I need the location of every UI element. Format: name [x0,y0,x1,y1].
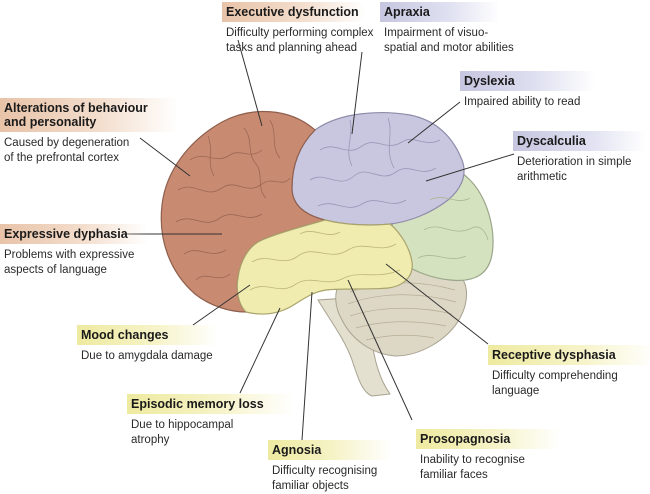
callout-description: Problems with expressive aspects of lang… [0,244,148,278]
callout-title: Agnosia [268,440,392,460]
callout-line: arithmetic [517,171,567,183]
callout-agnosia: Agnosia Difficulty recognising familiar … [268,440,392,494]
callout-line: Difficulty comprehending [492,370,618,382]
callout-title: Prosopagnosia [416,429,561,449]
leader-agnosia [301,291,313,441]
callout-receptive-dysphasia: Receptive dysphasia Difficulty comprehen… [488,345,650,399]
callout-description: Difficulty performing complex tasks and … [222,22,373,56]
callout-line: atrophy [131,434,170,446]
callout-line: Impaired ability to read [464,96,581,108]
callout-line: Impairment of visuo- [384,27,489,39]
callout-executive-dysfunction: Executive dysfunction Difficulty perform… [222,2,373,56]
callout-title: Mood changes [77,325,219,345]
callout-line: Deterioration in simple [517,156,632,168]
parietal-gyri [309,117,441,208]
callout-title: Dyscalculia [513,131,646,151]
callout-line: familiar objects [272,480,349,492]
callout-description: Impairment of visuo- spatial and motor a… [380,22,514,56]
callout-episodic-memory-loss: Episodic memory loss Due to hippocampal … [127,394,294,448]
leader-receptive-dysphasia [385,263,489,345]
callout-line: of the prefrontal cortex [4,152,120,164]
callout-description: Due to hippocampal atrophy [127,414,294,448]
callout-title-line: and personality [4,115,97,129]
callout-line: Caused by degeneration [4,137,130,149]
callout-description: Difficulty recognising familiar objects [268,460,391,494]
callout-title: Episodic memory loss [127,394,294,414]
callout-description: Difficulty comprehending language [488,365,650,399]
callout-line: language [492,385,540,397]
callout-line: Inability to recognise [420,454,525,466]
temporal-gyri [249,231,401,291]
leader-dyslexia [407,101,461,144]
callout-prosopagnosia: Prosopagnosia Inability to recognise fam… [416,429,561,483]
frontal-gyri [175,119,291,281]
callout-mood-changes: Mood changes Due to amygdala damage [77,325,219,364]
temporal-lobe [236,219,413,315]
callout-description: Deterioration in simple arithmetic [513,151,646,185]
callout-line: tasks and planning ahead [226,42,358,54]
callout-line: Due to amygdala damage [81,350,213,362]
leader-mood-changes [192,284,251,326]
callout-line: Problems with expressive [4,249,135,261]
callout-description: Caused by degeneration of the prefrontal… [0,132,178,166]
callout-line: aspects of language [4,264,107,276]
callout-title: Apraxia [380,2,500,22]
leader-episodic-memory-loss [239,307,281,394]
callout-apraxia: Apraxia Impairment of visuo- spatial and… [380,2,514,56]
callout-description: Impaired ability to read [460,91,595,110]
callout-title-line: Alterations of behaviour [4,101,148,115]
callout-title: Receptive dysphasia [488,345,650,365]
leader-dyscalculia [425,153,515,182]
leader-apraxia [351,51,363,135]
callout-title: Alterations of behaviour and personality [0,98,178,132]
callout-line: spatial and motor abilities [384,42,514,54]
callout-expressive-dyphasia: Expressive dyphasia Problems with expres… [0,224,148,278]
callout-line: familiar faces [420,469,488,481]
callout-line: Due to hippocampal [131,419,234,431]
callout-dyslexia: Dyslexia Impaired ability to read [460,71,595,110]
leader-alterations-behaviour [139,137,191,177]
callout-title: Executive dysfunction [222,2,365,22]
callout-line: Difficulty performing complex [226,27,374,39]
callout-title: Expressive dyphasia [0,224,148,244]
callout-line: Difficulty recognising [272,465,378,477]
callout-description: Due to amygdala damage [77,345,219,364]
callout-dyscalculia: Dyscalculia Deterioration in simple arit… [513,131,646,185]
callout-alterations-behaviour: Alterations of behaviour and personality… [0,98,178,166]
callout-description: Inability to recognise familiar faces [416,449,560,483]
leader-executive-dysfunction [237,39,263,127]
leader-lines [126,39,515,441]
leader-prosopagnosia [347,279,413,421]
occipital-gyri [417,197,489,259]
callout-title: Dyslexia [460,71,595,91]
